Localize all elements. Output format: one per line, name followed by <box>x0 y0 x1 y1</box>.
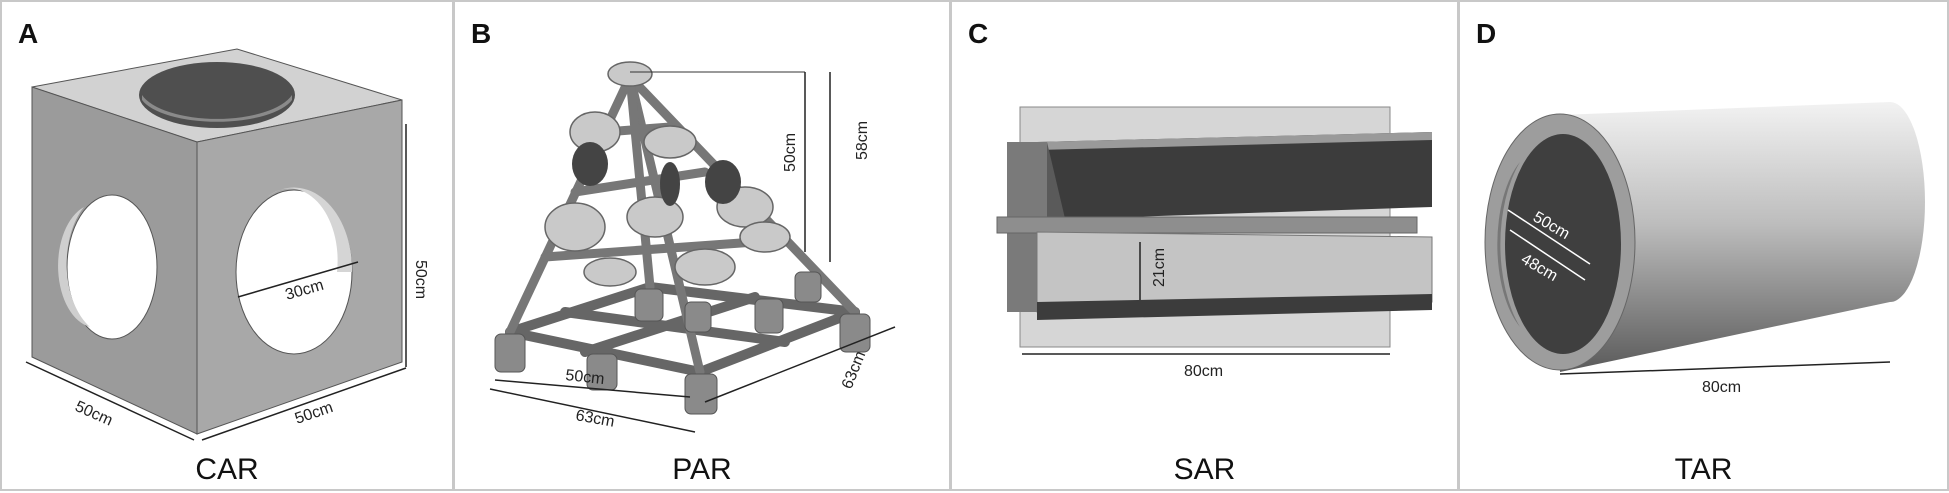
panel-letter: D <box>1476 18 1497 49</box>
panel-letter: A <box>18 18 39 49</box>
panel-a-car: A 30cm 50cm 50cm <box>0 0 454 491</box>
sar-diagram: 21cm 80cm <box>996 106 1433 380</box>
outer-height-dimension: 58cm <box>854 121 871 160</box>
height-dimension: 50cm <box>412 260 429 299</box>
length-dimension: 80cm <box>1184 363 1223 380</box>
front-base-dimension: 63cm <box>574 407 615 431</box>
panel-d-tar: D 50cm 48cm 80cm TAR <box>1458 0 1949 491</box>
reef-name: TAR <box>1674 453 1733 486</box>
width-dimension: 50cm <box>293 399 336 428</box>
reef-name: CAR <box>195 453 259 486</box>
panel-letter: B <box>471 18 492 49</box>
inner-base-dimension: 50cm <box>565 367 606 388</box>
side-base-dimension: 63cm <box>839 349 869 392</box>
panel-c-sar: C 21cm 80cm SAR <box>950 0 1459 491</box>
tar-diagram: 50cm 48cm 80cm <box>1484 102 1925 396</box>
reef-name: SAR <box>1173 453 1236 486</box>
car-diagram: 30cm 50cm 50cm 50cm <box>25 48 429 441</box>
reef-name: PAR <box>672 453 732 486</box>
gap-dimension: 21cm <box>1151 248 1168 287</box>
par-diagram: 50cm 58cm 63cm 50cm 63cm <box>489 61 896 433</box>
panel-b-par: B <box>453 0 951 491</box>
inner-height-dimension: 50cm <box>782 133 799 172</box>
panel-letter: C <box>968 18 989 49</box>
depth-dimension: 50cm <box>72 398 115 429</box>
length-dimension: 80cm <box>1702 379 1741 396</box>
